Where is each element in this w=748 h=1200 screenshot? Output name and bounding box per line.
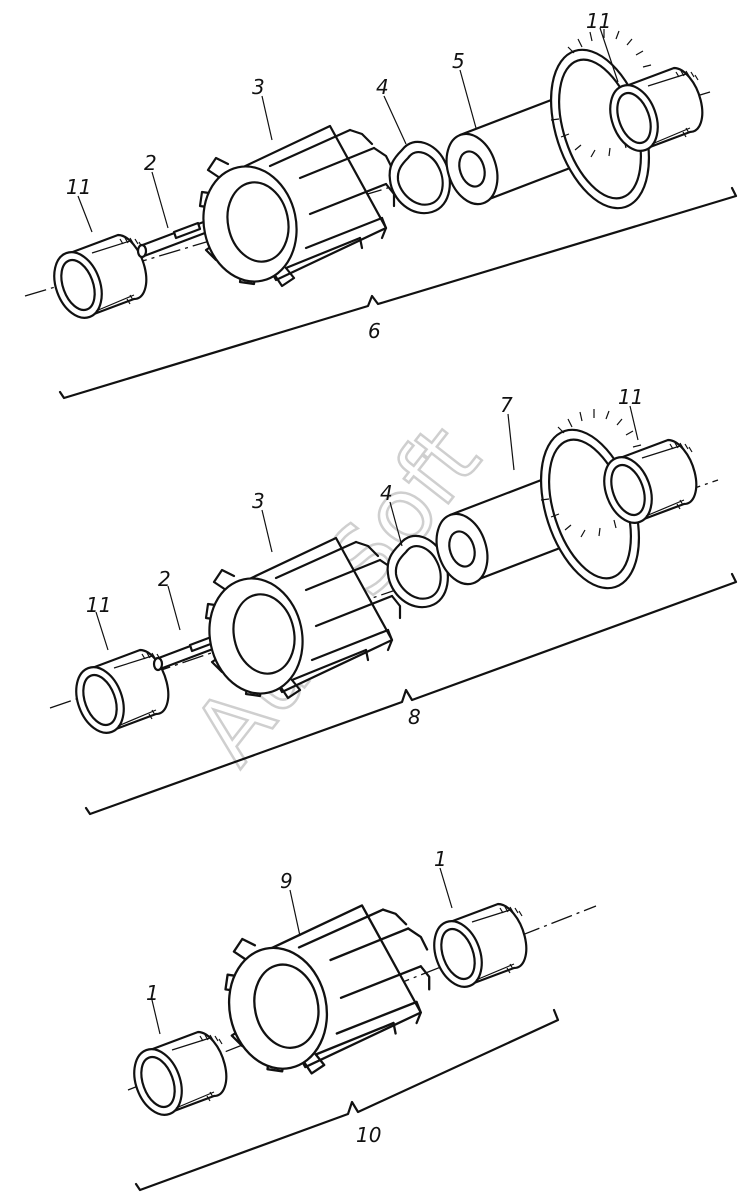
part-label: 1 — [146, 981, 159, 1005]
part-label: 11 — [66, 175, 91, 199]
group-brace — [134, 1008, 560, 1192]
paddle-wheel-large — [216, 904, 431, 1080]
part-label: 1 — [434, 847, 447, 871]
part-label: 11 — [86, 593, 111, 617]
part-label: 5 — [452, 49, 465, 73]
part-label: 9 — [280, 869, 293, 893]
assembly-6: 11 2 3 4 5 11 6 — [24, 9, 738, 400]
assembly-8: 11 2 3 4 7 11 8 — [49, 385, 738, 816]
part-label: 11 — [618, 385, 643, 409]
paddle-wheel — [191, 124, 396, 292]
seal-ring — [388, 140, 451, 215]
part-label: 3 — [252, 75, 265, 99]
group-label: 8 — [408, 705, 421, 729]
group-label: 10 — [356, 1123, 381, 1147]
part-label: 7 — [500, 393, 513, 417]
group-brace — [84, 572, 738, 816]
bearing-ring-left — [44, 233, 148, 326]
bearing-ring-left — [124, 1030, 228, 1123]
part-label: 11 — [586, 9, 611, 33]
part-label: 3 — [252, 489, 265, 513]
part-label: 2 — [144, 151, 157, 175]
group-brace — [58, 186, 738, 400]
assembly-10: 1 9 1 10 — [124, 847, 597, 1192]
part-label: 4 — [376, 75, 389, 99]
group-label: 6 — [368, 319, 381, 343]
part-label: 2 — [158, 567, 171, 591]
bearing-ring-right — [424, 902, 528, 995]
part-label: 4 — [380, 481, 393, 505]
